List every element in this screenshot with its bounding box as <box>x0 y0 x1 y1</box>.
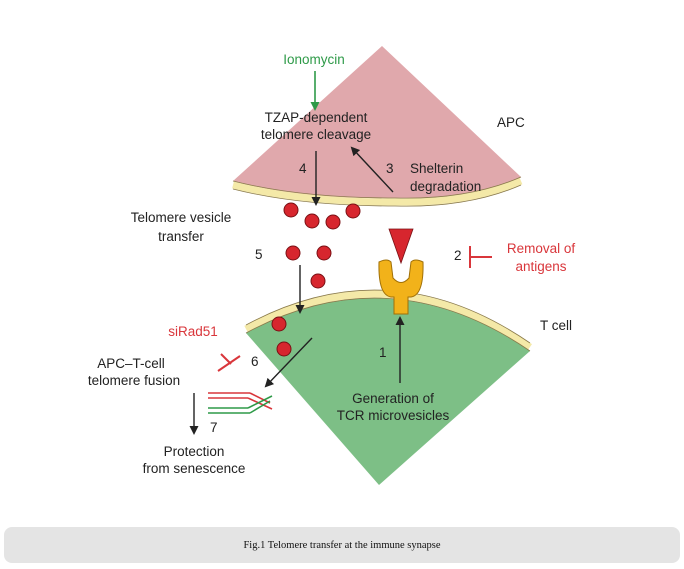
generation-label-line2: TCR microvesicles <box>337 408 450 423</box>
figure-caption-bar: Fig.1 Telomere transfer at the immune sy… <box>4 527 680 563</box>
vesicle <box>345 203 361 219</box>
tzap-label-line1: TZAP-dependent <box>265 110 368 125</box>
step-1-number: 1 <box>379 345 387 360</box>
tcell-body <box>246 298 530 485</box>
fusion-label-line2: telomere fusion <box>88 373 180 388</box>
tcell <box>244 289 532 485</box>
step-6-arrow <box>264 337 313 388</box>
step-2-number: 2 <box>454 248 462 263</box>
shelterin-label-line2: degradation <box>410 179 481 194</box>
vesicle <box>316 245 332 261</box>
step-5-number: 5 <box>255 247 263 262</box>
step-3-arrow <box>350 146 394 193</box>
tcell-label: T cell <box>540 318 572 333</box>
ionomycin-label: Ionomycin <box>283 52 345 67</box>
generation-label-line1: Generation of <box>352 391 434 406</box>
protection-label-line1: Protection <box>164 444 225 459</box>
figure-caption: Fig.1 Telomere transfer at the immune sy… <box>243 539 441 551</box>
protection-label-line2: from senescence <box>143 461 246 476</box>
fusion-label-line1: APC–T-cell <box>97 356 165 371</box>
apc-cell <box>232 46 523 207</box>
vesicle <box>271 316 287 332</box>
tzap-label-line2: telomere cleavage <box>261 127 371 142</box>
apc-membrane <box>232 177 523 206</box>
telomere-fusion-strands <box>208 392 273 414</box>
tcr-receptor-body <box>378 259 424 315</box>
step-4-number: 4 <box>299 161 307 176</box>
vesicle <box>283 202 299 218</box>
shelterin-label-line1: Shelterin <box>410 161 463 176</box>
removal-inhibition-symbol <box>469 246 492 268</box>
vesicle <box>285 245 301 261</box>
vesicle <box>276 341 292 357</box>
vesicle <box>304 213 320 229</box>
vesicle <box>310 273 326 289</box>
vesicle-transfer-label-line1: Telomere vesicle <box>131 210 232 225</box>
step-3-number: 3 <box>386 161 394 176</box>
telomere-transfer-diagram: Ionomycin TZAP-dependent telomere cleava… <box>88 46 576 485</box>
telomere-vesicles <box>271 202 361 357</box>
apc-body <box>233 46 521 199</box>
removal-label-line2: antigens <box>515 259 566 274</box>
sirad51-label: siRad51 <box>168 324 218 339</box>
apc-label: APC <box>497 115 525 130</box>
removal-label-line1: Removal of <box>507 241 576 256</box>
vesicle <box>325 214 341 230</box>
vesicle-transfer-label-line2: transfer <box>158 229 204 244</box>
step-7-number: 7 <box>210 420 218 435</box>
sirad51-inhibition-symbol <box>217 353 241 372</box>
antigen-triangle <box>388 228 414 265</box>
tcr-receptor <box>378 259 424 315</box>
step-6-number: 6 <box>251 354 259 369</box>
